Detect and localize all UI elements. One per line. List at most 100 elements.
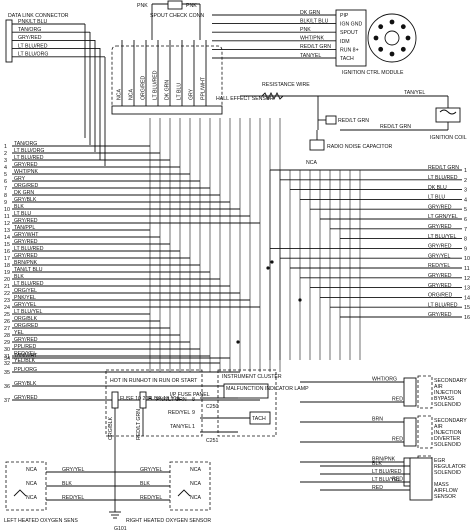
pcm-right-pin-number: 10 bbox=[464, 256, 470, 262]
dlc-title: DATA LINK CONNECTOR bbox=[8, 13, 69, 19]
cluster-w3-pin: 1 bbox=[192, 424, 195, 430]
pcm-right-wire-label: GRY/RED bbox=[428, 312, 452, 318]
pcm-left-wire-label: ORG/RED bbox=[14, 323, 38, 329]
solenoid-label: SECONDARY bbox=[434, 378, 467, 384]
maf-label-3: SENSOR bbox=[434, 494, 456, 500]
o2-left-wire: BLK bbox=[62, 481, 72, 487]
cluster-w1-pin: 8 bbox=[192, 397, 195, 403]
pcm-left-wire-label: GRY bbox=[14, 176, 26, 182]
solenoid-connector bbox=[403, 377, 417, 407]
instrument-cluster: INSTRUMENT CLUSTER MALFUNCTION INDICATOR… bbox=[156, 369, 309, 444]
pcm-right-pin-number: 9 bbox=[464, 246, 467, 252]
pcm-left-pin-number: 11 bbox=[4, 214, 10, 220]
pcm-left-wire-label: RED/YEL bbox=[14, 351, 36, 357]
icm-input-label: DK GRN bbox=[300, 10, 320, 16]
coil-label: IGNITION COIL bbox=[430, 135, 467, 141]
pcm-left-wire-label: ORG/YEL bbox=[14, 288, 37, 294]
c250-label: C250 bbox=[206, 404, 219, 410]
data-link-connector: DATA LINK CONNECTOR PNK/LT BLUTAN/ORGGRY… bbox=[5, 13, 106, 166]
pcm-left-wire-label: GRY/BLK bbox=[14, 381, 37, 387]
icm-input-label: BLK/LT BLU bbox=[300, 18, 329, 24]
pcm-left-pin-number: 18 bbox=[4, 263, 10, 269]
solenoid-label: BYPASS bbox=[434, 396, 455, 402]
pcm-left-pin-number: 3 bbox=[4, 158, 7, 164]
pcm-right-pin-number: 6 bbox=[464, 217, 467, 223]
pcm-right-pin-number: 16 bbox=[464, 315, 470, 321]
hall-wire-label: GRY bbox=[189, 88, 195, 100]
o2-right-nca: NCA bbox=[190, 495, 201, 501]
vertical-bus bbox=[149, 118, 361, 372]
cluster-w3: TAN/YEL bbox=[170, 424, 191, 430]
pcm-left-pin-number: 35 bbox=[4, 370, 10, 376]
pcm-left-pin-number: 36 bbox=[4, 384, 10, 390]
icm-pin-label: IGN GND bbox=[340, 22, 362, 28]
pcm-left-pin-number: 14 bbox=[4, 235, 10, 241]
pcm-right-wire-label: GRY/RED bbox=[428, 244, 452, 250]
dlc-wire-label: LT BLU/ORG bbox=[18, 52, 48, 58]
tach-label: TACH bbox=[252, 416, 266, 422]
pcm-left-pin-number: 1 bbox=[4, 144, 7, 150]
o2-left-nca: NCA bbox=[26, 467, 37, 473]
pcm-left-wire-label: LT BLU/YEL bbox=[14, 309, 42, 315]
solenoid-label: AIR bbox=[434, 384, 443, 390]
icm-terminal-dot bbox=[389, 51, 395, 57]
hall-wire-label: DK GRN bbox=[165, 80, 171, 100]
ip-panel-label: I/P FUSE PANEL bbox=[170, 392, 210, 398]
dlc-wire-label: TAN/ORG bbox=[18, 27, 41, 33]
cluster-w2-pin: 9 bbox=[192, 410, 195, 416]
o2-heater-symbol bbox=[13, 489, 191, 497]
pcm-left-pin-number: 29 bbox=[4, 340, 10, 346]
pcm-left-wire-label: ORG/BLK bbox=[14, 316, 38, 322]
pcm-left-pin-number: 27 bbox=[4, 326, 10, 332]
hot-run-label: HOT IN RUN bbox=[110, 378, 140, 384]
pcm-right-wire-label: LT GRN/YEL bbox=[428, 214, 458, 220]
pcm-left-pin-number: 2 bbox=[4, 151, 7, 157]
maf-wire-label: LT BLU/YEL bbox=[372, 477, 400, 483]
o2-right-nca: NCA bbox=[190, 467, 201, 473]
pcm-left-wire-label: GRY/RED bbox=[14, 337, 38, 343]
solenoid-connector bbox=[403, 417, 417, 447]
icm-terminal-dot bbox=[400, 46, 406, 52]
c251-label: C251 bbox=[206, 438, 219, 444]
pcm-left-wire-label: TAN/WHT bbox=[14, 353, 38, 359]
pcm-left-pin-number: 12 bbox=[4, 221, 10, 227]
icm-label: IGNITION CTRL MODULE bbox=[342, 70, 404, 76]
pcm-left-wire-label: LT BLU/RED bbox=[14, 246, 44, 252]
coil-wire-top: TAN/YEL bbox=[404, 90, 425, 96]
solenoid-label: SOLENOID bbox=[434, 470, 461, 476]
solenoid-body bbox=[417, 415, 433, 449]
hall-wire-label: NCA bbox=[129, 89, 135, 100]
pcm-left-pin-number: 25 bbox=[4, 312, 10, 318]
pcm-left-pin-number: 22 bbox=[4, 291, 10, 297]
solenoid-wire-label: BRN/PNK bbox=[372, 457, 396, 463]
pcm-right-pin-number: 15 bbox=[464, 305, 470, 311]
pcm-right-pin-number: 2 bbox=[464, 178, 467, 184]
pcm-left-wire-label: LT BLU/RED bbox=[14, 281, 44, 287]
hall-wire-label: LT BLU bbox=[177, 83, 183, 100]
splice-dot bbox=[298, 298, 302, 302]
pcm-left-wire-label: PNK/YEL bbox=[14, 295, 36, 301]
pcm-right-pin-number: 4 bbox=[464, 197, 467, 203]
pnk-left-label: PNK bbox=[137, 3, 148, 9]
pcm-left-wire-label: BLK bbox=[14, 204, 24, 210]
solenoid-wire-label: BRN bbox=[372, 417, 383, 423]
pcm-left-pin-number: 37 bbox=[4, 398, 10, 404]
pcm-left-wire-label: DK GRN bbox=[14, 190, 34, 196]
pcm-right-wire-label: DK BLU bbox=[428, 185, 447, 191]
pcm-right-wire-label: LT BLU bbox=[428, 195, 445, 201]
radio-wire-label: RED/LT GRN bbox=[338, 118, 369, 124]
pcm-left-wire-label: GRY/WHT bbox=[14, 232, 39, 238]
pcm-right-wire-label: GRY/RED bbox=[428, 273, 452, 279]
splice-dot bbox=[236, 340, 240, 344]
pcm-right-pin-number: 14 bbox=[464, 295, 470, 301]
icm-pin-label: PIP bbox=[340, 13, 349, 19]
hall-wire-label: LT BLU/RED bbox=[153, 70, 159, 100]
pcm-left-pin-number: 10 bbox=[4, 207, 10, 213]
icm-terminal-dot bbox=[373, 35, 379, 41]
radio-cap-label: RADIO NOISE CAPACITOR bbox=[327, 144, 392, 150]
pcm-right-wire-label: GRY/YEL bbox=[428, 253, 451, 259]
dlc-wire-label: PNK/LT BLU bbox=[18, 19, 47, 25]
pcm-left-wire-label: YEL/BLK bbox=[14, 358, 36, 364]
